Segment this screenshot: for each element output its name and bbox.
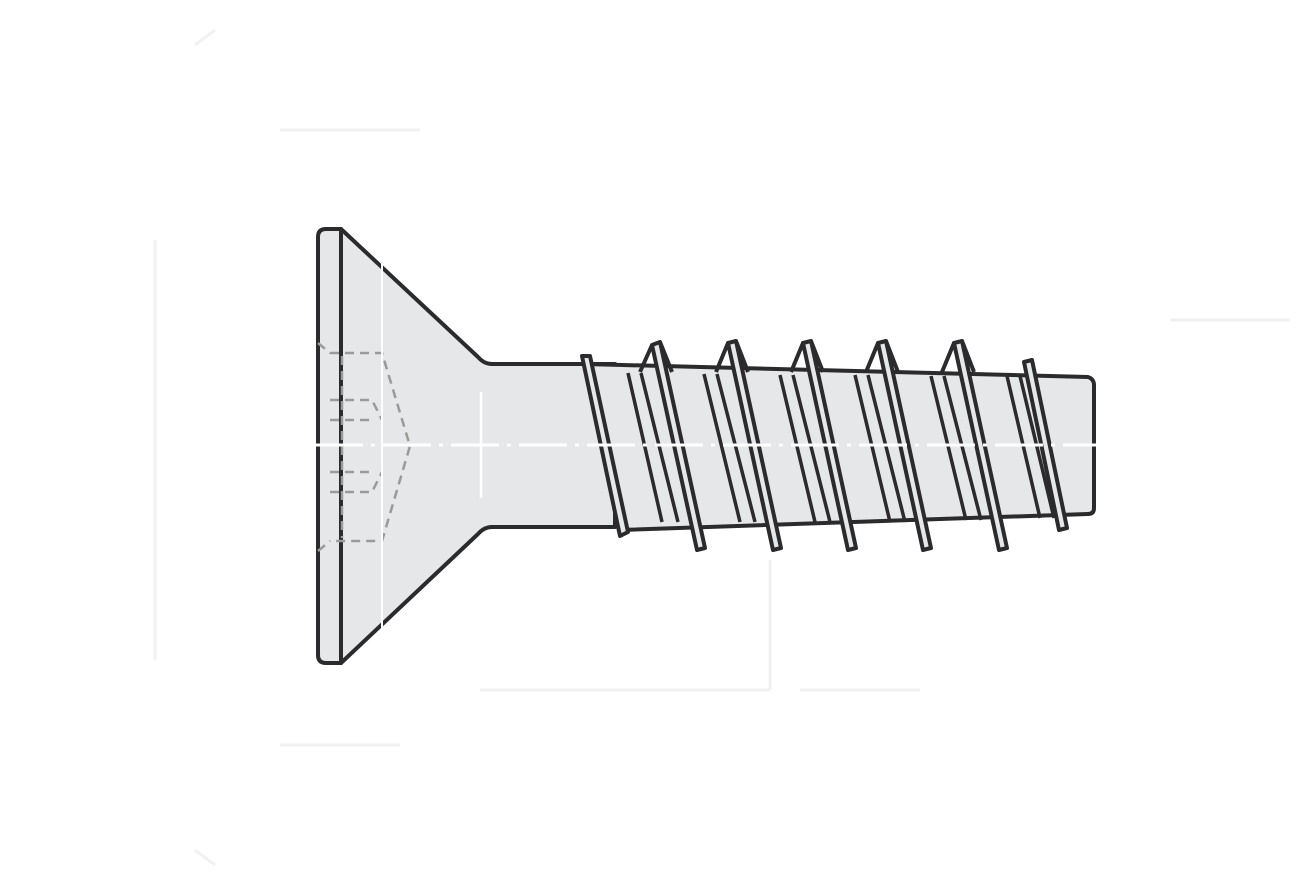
thread-flight-3 <box>714 339 783 552</box>
thread-flight-4 <box>789 339 858 552</box>
thread-flights <box>580 339 1069 552</box>
flank-line-3a <box>778 374 817 523</box>
thread-flight-7 <box>1022 358 1069 532</box>
thread-flank-lines <box>626 372 1056 523</box>
flank-line-4b <box>866 374 907 523</box>
hex-socket-edge-bottom <box>317 540 331 552</box>
flank-line-2a <box>702 373 742 523</box>
flank-line-3b <box>791 374 832 523</box>
flank-line-1b <box>639 372 680 523</box>
screw-thread-section <box>580 339 1096 552</box>
flank-line-4a <box>853 374 892 523</box>
hex-socket-outline <box>330 351 412 543</box>
ghost-diag-top <box>194 28 216 47</box>
ghost-diag-bottom <box>194 848 216 867</box>
flank-line-5a <box>929 375 968 521</box>
hex-socket-edge-top <box>317 342 331 354</box>
flank-line-1a <box>626 372 664 523</box>
flank-line-6a <box>1005 375 1042 519</box>
flank-line-6b <box>1018 375 1056 519</box>
thread-flight-5 <box>864 339 933 552</box>
centerlines <box>315 262 1100 635</box>
thread-flight-2 <box>638 340 707 552</box>
flank-line-2b <box>715 373 757 523</box>
ghost-dimension-lines <box>153 28 1290 867</box>
flank-line-5b <box>942 375 983 521</box>
hex-socket-hidden-lines <box>317 342 412 552</box>
thread-flight-6 <box>940 339 1009 552</box>
